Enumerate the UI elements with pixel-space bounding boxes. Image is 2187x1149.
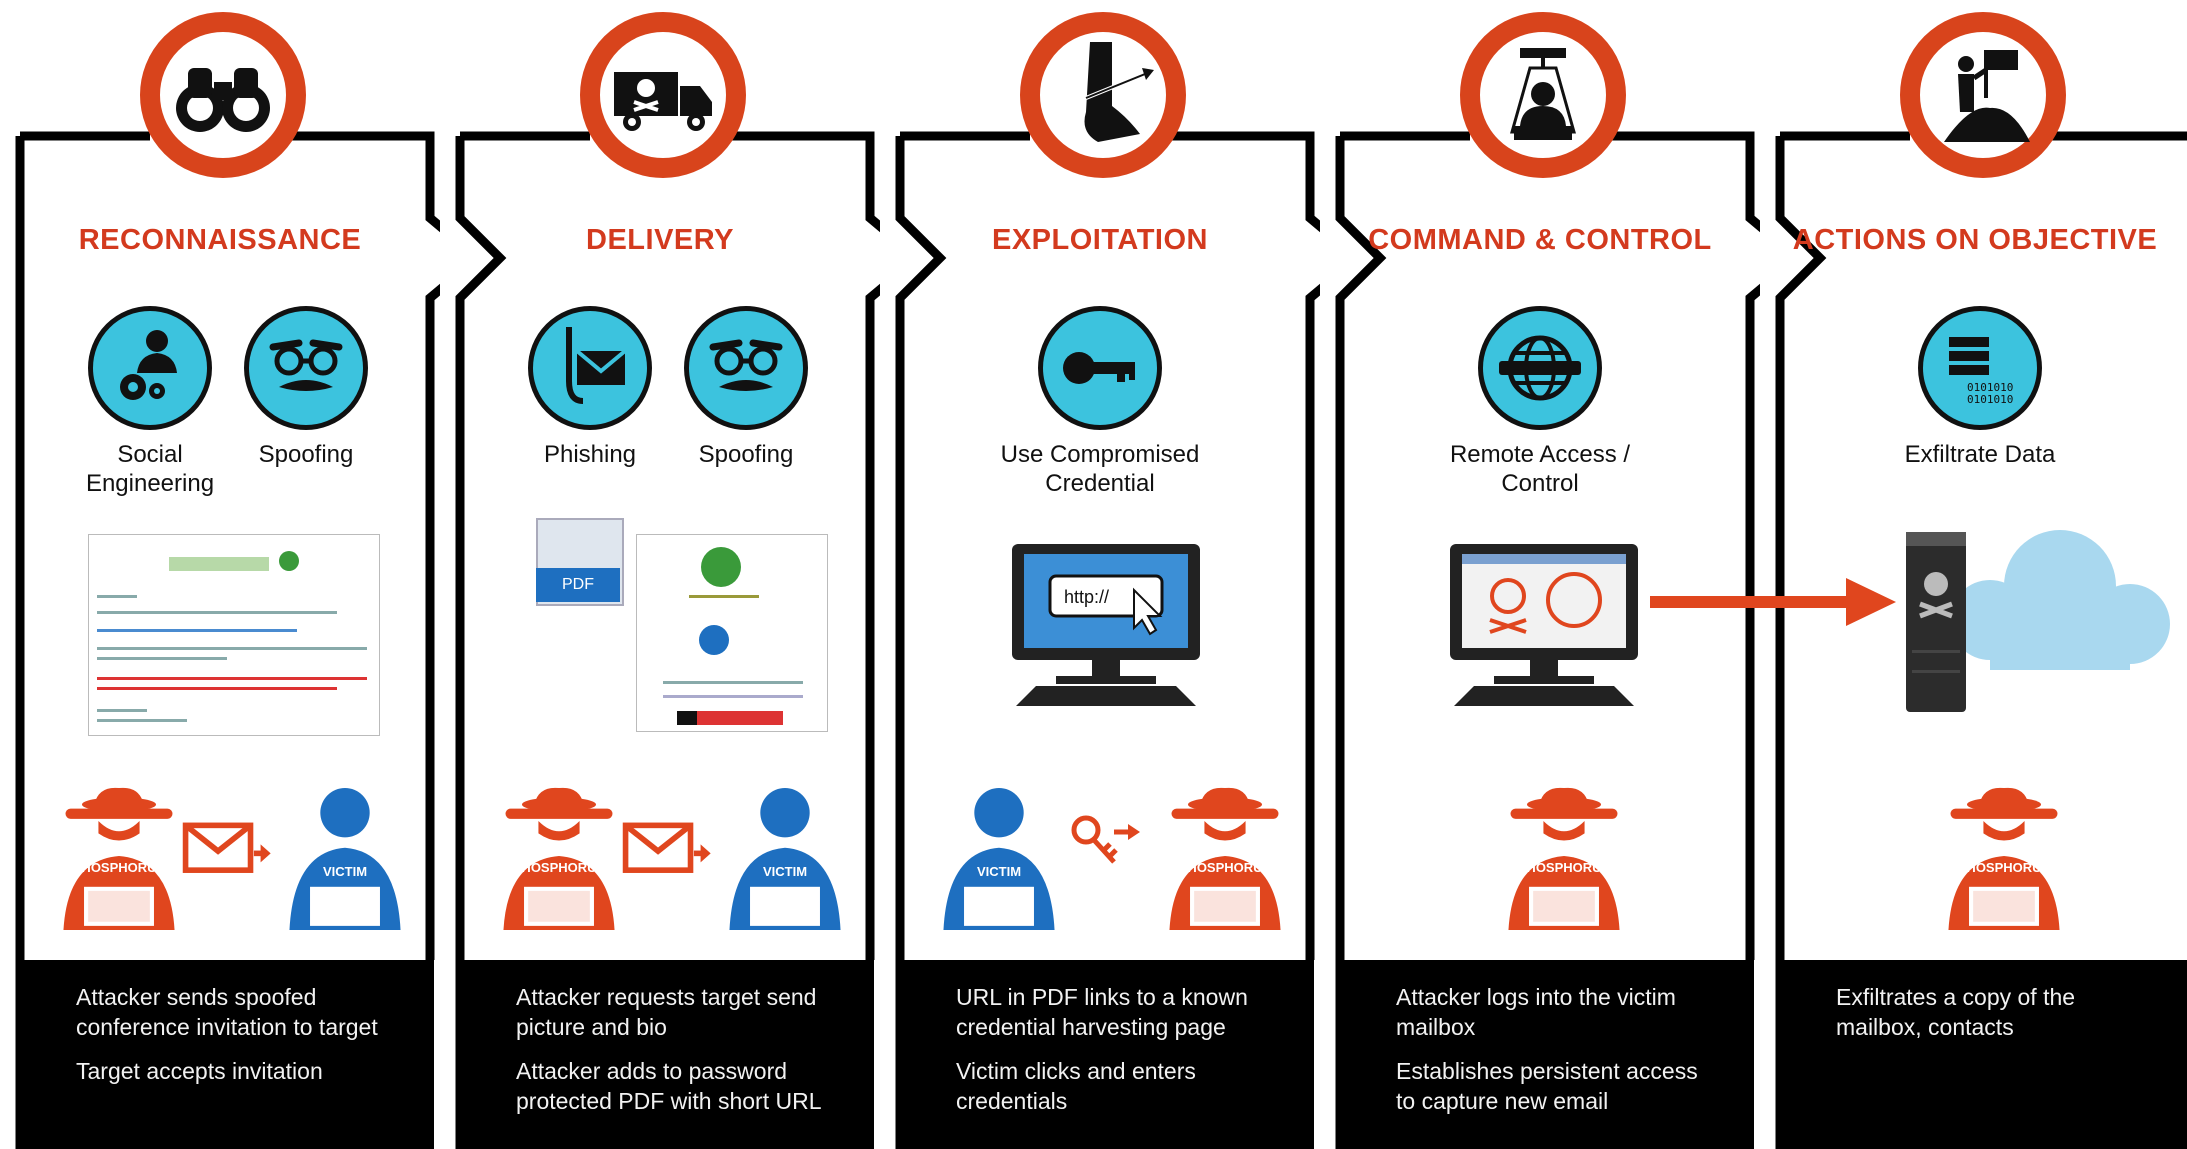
stage-badge xyxy=(1020,12,1186,178)
technique-label: Remote Access / Control xyxy=(1449,441,1631,497)
technique-spoofing: Spoofing xyxy=(206,306,406,469)
attacker-label: PHOSPHORUS xyxy=(513,860,606,875)
remote-operator-icon xyxy=(1510,48,1576,140)
compromised-mailbox-computer xyxy=(1444,540,1644,710)
stage-badge xyxy=(1460,12,1626,178)
infected-server-icon xyxy=(1906,532,1966,712)
victim-label: VICTIM xyxy=(977,864,1021,879)
actors: PHOSPHORUS VICTIM xyxy=(54,770,424,930)
spoofing-mask-icon xyxy=(699,321,793,415)
attacker-label: PHOSPHORUS xyxy=(73,860,166,875)
phishing-hook-icon xyxy=(566,327,627,404)
stage-title: COMMAND & CONTROL xyxy=(1368,224,1712,256)
stage-title: ACTIONS ON OBJECTIVE xyxy=(1792,224,2158,256)
technique-label: Social Engineering xyxy=(85,441,215,497)
stage-description: URL in PDF links to a known credential h… xyxy=(896,960,1314,1149)
svg-text:0101010: 0101010 xyxy=(1967,381,2013,394)
summit-flag-icon xyxy=(1944,50,2030,142)
stage-frame xyxy=(895,131,1320,1149)
actors: PHOSPHORUS xyxy=(1934,770,2074,930)
cloud-icon xyxy=(1950,530,2170,670)
victim-label: VICTIM xyxy=(323,864,367,879)
globe-network-icon xyxy=(1499,335,1581,401)
actors: PHOSPHORUS VICTIM xyxy=(494,770,864,930)
cursor-icon xyxy=(1133,587,1163,636)
attacker-figure xyxy=(1508,787,1620,930)
spoofing-mask-icon xyxy=(259,321,353,415)
technique-phishing: Phishing xyxy=(490,306,690,469)
stage-description: Attacker logs into the victim mailbox Es… xyxy=(1336,960,1754,1149)
victim-figure xyxy=(729,788,841,930)
stage-exploitation: EXPLOITATION Use Compromised Credential … xyxy=(880,0,1320,1149)
attacker-label: PHOSPHORUS xyxy=(1518,860,1611,875)
attacker-figure xyxy=(1169,787,1281,930)
stage-badge xyxy=(580,12,746,178)
description-line: URL in PDF links to a known credential h… xyxy=(956,984,1248,1040)
description-line: Establishes persistent access to capture… xyxy=(1396,1058,1698,1114)
victim-label: VICTIM xyxy=(763,864,807,879)
victim-figure xyxy=(943,788,1055,930)
technique-label: Use Compromised Credential xyxy=(1000,441,1200,497)
description-line: Victim clicks and enters credentials xyxy=(956,1058,1196,1114)
stage-frame xyxy=(1775,131,2187,1149)
stage-reconnaissance: RECONNAISSANCE Social Engineering Spoofi… xyxy=(0,0,440,1149)
cloud-server xyxy=(1880,520,2180,720)
technique-label: Spoofing xyxy=(698,441,794,468)
stage-delivery: DELIVERY Phishing Spoofing PDF xyxy=(440,0,880,1149)
technique-label: Spoofing xyxy=(258,441,354,468)
key-arrow-icon xyxy=(1071,815,1140,864)
stage-description: Attacker requests target send picture an… xyxy=(456,960,874,1149)
attacker-label: PHOSPHORUS xyxy=(1179,860,1272,875)
technique-spoofing: Spoofing xyxy=(646,306,846,469)
stage-frame xyxy=(455,131,880,1149)
technique-label: Phishing xyxy=(543,441,637,468)
technique-exfiltrate-data: 0101010 0101010 Exfiltrate Data xyxy=(1880,306,2080,469)
exfiltration-arrow xyxy=(1650,578,1896,626)
technique-social-engineering: Social Engineering xyxy=(50,306,250,498)
stage-title: EXPLOITATION xyxy=(992,224,1208,256)
description-line: Target accepts invitation xyxy=(76,1058,323,1084)
attacker-figure xyxy=(503,787,615,930)
attacker-figure xyxy=(1948,787,2060,930)
mail-arrow-icon xyxy=(186,825,271,870)
stage-actions-on-objective: ACTIONS ON OBJECTIVE 0101010 0101010 Exf… xyxy=(1760,0,2187,1149)
stage-title: RECONNAISSANCE xyxy=(78,224,362,256)
pdf-badge: PDF xyxy=(536,568,620,602)
technique-use-compromised-credential: Use Compromised Credential xyxy=(1000,306,1200,498)
victim-figure xyxy=(289,788,401,930)
key-icon xyxy=(1063,352,1135,384)
spoofed-invitation-email xyxy=(88,534,380,736)
description-line: Attacker sends spoofed conference invita… xyxy=(76,984,378,1040)
actors: PHOSPHORUS xyxy=(1494,770,1634,930)
attacker-figure xyxy=(63,787,175,930)
svg-text:0101010: 0101010 xyxy=(1967,393,2013,406)
technique-label: Exfiltrate Data xyxy=(1904,441,2056,468)
achilles-heel-icon xyxy=(1084,42,1154,142)
actors: VICTIM PHOSPHORUS xyxy=(934,770,1304,930)
stage-title: DELIVERY xyxy=(586,224,734,256)
attacker-label: PHOSPHORUS xyxy=(1958,860,2051,875)
social-engineering-icon xyxy=(120,330,177,400)
stage-command-and-control: COMMAND & CONTROL Remote Access / Contro… xyxy=(1320,0,1760,1149)
binoculars-icon xyxy=(176,68,270,132)
poison-truck-icon xyxy=(614,72,712,131)
stage-badge xyxy=(1900,12,2066,178)
url-text: http:// xyxy=(1064,587,1109,607)
description-line: Attacker requests target send picture an… xyxy=(516,984,817,1040)
credential-harvesting-computer: http:// xyxy=(1006,540,1206,710)
stage-badge xyxy=(140,12,306,178)
mail-arrow-icon xyxy=(626,825,711,870)
protected-pdf-document: PDF xyxy=(536,518,836,734)
stage-description: Attacker sends spoofed conference invita… xyxy=(16,960,434,1149)
technique-remote-access-control: Remote Access / Control xyxy=(1440,306,1640,498)
description-line: Attacker logs into the victim mailbox xyxy=(1396,984,1676,1040)
stage-description: Exfiltrates a copy of the mailbox, conta… xyxy=(1776,960,2187,1149)
stage-frame xyxy=(1335,131,1760,1149)
description-line: Exfiltrates a copy of the mailbox, conta… xyxy=(1836,984,2076,1040)
server-binary-icon: 0101010 0101010 xyxy=(1949,337,2013,406)
description-line: Attacker adds to password protected PDF … xyxy=(516,1058,822,1114)
